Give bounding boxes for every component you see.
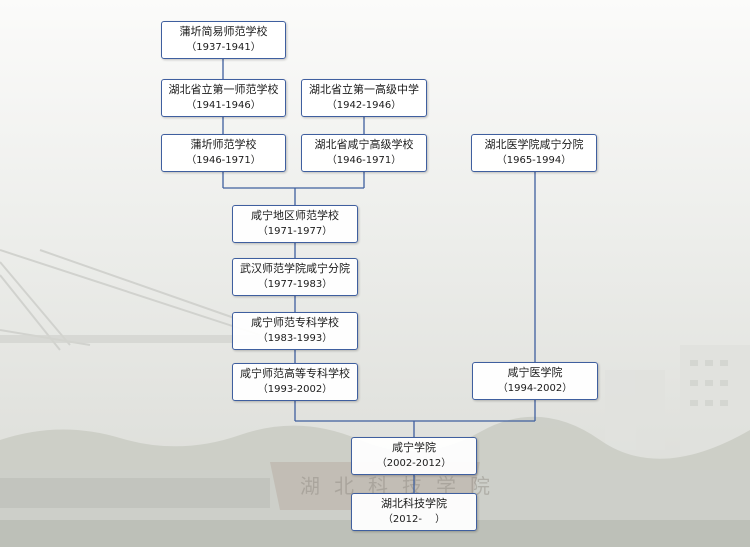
node-name: 咸宁师范专科学校 — [251, 316, 339, 329]
node-name: 湖北科技学院 — [381, 497, 447, 510]
node-years: （1983-1993） — [257, 333, 333, 344]
node-name: 咸宁学院 — [392, 441, 436, 454]
node-xianning-district-normal-school: 咸宁地区师范学校 （1971-1977） — [232, 205, 358, 243]
node-years: （1994-2002） — [497, 383, 573, 394]
node-name: 武汉师范学院咸宁分院 — [240, 262, 350, 275]
node-years: （1977-1983） — [257, 279, 333, 290]
node-years: （1946-1971） — [186, 155, 261, 166]
node-hubei-first-normal-school: 湖北省立第一师范学校 （1941-1946） — [161, 79, 286, 117]
node-xianning-normal-higher-college: 咸宁师范高等专科学校 （1993-2002） — [232, 363, 358, 401]
node-xianning-university: 咸宁学院 （2002-2012） — [351, 437, 477, 475]
node-hubei-first-senior-middle-school: 湖北省立第一高级中学 （1942-1946） — [301, 79, 427, 117]
node-years: （1993-2002） — [257, 384, 333, 395]
node-name: 蒲圻简易师范学校 — [179, 25, 268, 38]
node-hubei-university-of-science-technology: 湖北科技学院 （2012- ） — [351, 493, 477, 531]
node-years: （1937-1941） — [186, 42, 261, 53]
node-name: 咸宁地区师范学校 — [251, 209, 339, 222]
node-years: （1971-1977） — [257, 226, 333, 237]
node-years: （1942-1946） — [326, 100, 402, 111]
node-hubei-xianning-senior-school: 湖北省咸宁高级学校 （1946-1971） — [301, 134, 427, 172]
node-name: 湖北省咸宁高级学校 — [314, 138, 414, 151]
node-puqi-simple-normal-school: 蒲圻简易师范学校 （1937-1941） — [161, 21, 286, 59]
node-hubei-medical-xianning-branch: 湖北医学院咸宁分院 （1965-1994） — [471, 134, 597, 172]
node-puqi-normal-school: 蒲圻师范学校 （1946-1971） — [161, 134, 286, 172]
node-xianning-normal-college: 咸宁师范专科学校 （1983-1993） — [232, 312, 358, 350]
node-name: 湖北省立第一高级中学 — [309, 83, 419, 96]
node-name: 蒲圻师范学校 — [190, 138, 257, 151]
node-years: （2012- ） — [382, 514, 446, 525]
node-name: 湖北医学院咸宁分院 — [484, 138, 584, 151]
node-years: （2002-2012） — [376, 458, 452, 469]
node-years: （1941-1946） — [186, 100, 261, 111]
node-name: 湖北省立第一师范学校 — [168, 83, 279, 96]
node-xianning-medical-college: 咸宁医学院 （1994-2002） — [472, 362, 598, 400]
node-name: 咸宁医学院 — [507, 366, 563, 379]
node-years: （1965-1994） — [496, 155, 572, 166]
node-wuhan-normal-xianning-branch: 武汉师范学院咸宁分院 （1977-1983） — [232, 258, 358, 296]
node-years: （1946-1971） — [326, 155, 402, 166]
node-name: 咸宁师范高等专科学校 — [240, 367, 350, 380]
